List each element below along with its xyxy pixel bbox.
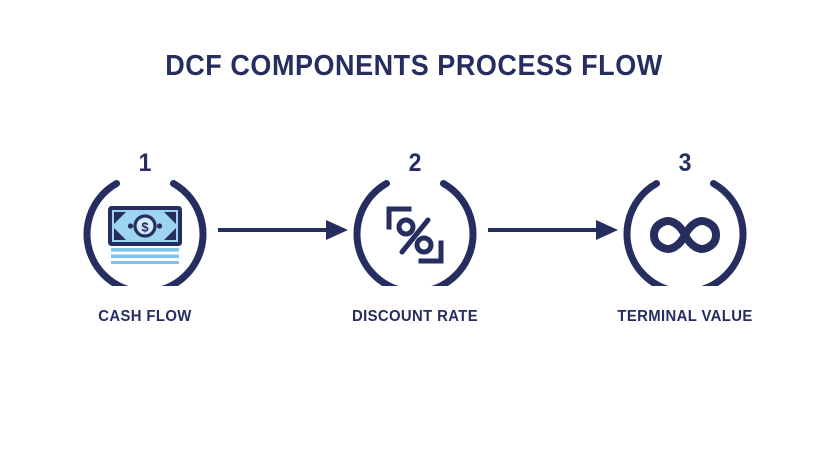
step-label-cash-flow: CASH FLOW [98,308,192,325]
infinity-icon [650,217,720,253]
process-step-terminal-value[interactable]: 3 TERMINAL VALUE [585,150,785,350]
ring-arc-icon [83,180,207,286]
step-ring-wrapper-2: 2 [315,150,515,286]
svg-text:$: $ [141,220,149,235]
ring-arc-icon [353,180,477,286]
process-flow-row: 1 $ [0,150,828,350]
step-ring-wrapper-1: 1 $ [45,150,245,286]
step-icon-holder-3 [585,196,785,274]
step-icon-holder-1: $ [45,196,245,274]
process-step-cash-flow[interactable]: 1 $ [45,150,245,350]
page-title: DCF COMPONENTS PROCESS FLOW [165,50,663,82]
step-label-discount-rate: DISCOUNT RATE [351,308,479,325]
arrow-1-icon [218,218,348,242]
step-icon-holder-2 [315,196,515,274]
ring-arc-icon [623,180,747,286]
arrow-2-icon [488,218,618,242]
process-step-discount-rate[interactable]: 2 DISCOUNT RATE [315,150,515,350]
step-label-terminal-value: TERMINAL VALUE [617,308,753,325]
step-number-3: 3 [678,149,692,177]
percent-bracket-icon [386,206,444,264]
step-number-2: 2 [408,149,422,177]
money-stack-icon: $ [108,206,182,264]
step-number-1: 1 [138,149,152,177]
step-ring-wrapper-3: 3 [585,150,785,286]
